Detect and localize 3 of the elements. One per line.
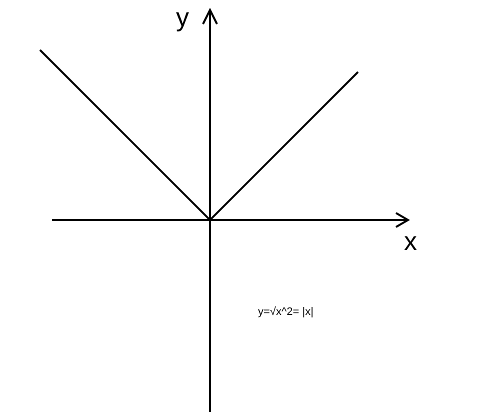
formula-text: y=√x^2= |x| [258,306,314,318]
axis-label: x [404,226,417,257]
axis-label: y [176,2,189,33]
